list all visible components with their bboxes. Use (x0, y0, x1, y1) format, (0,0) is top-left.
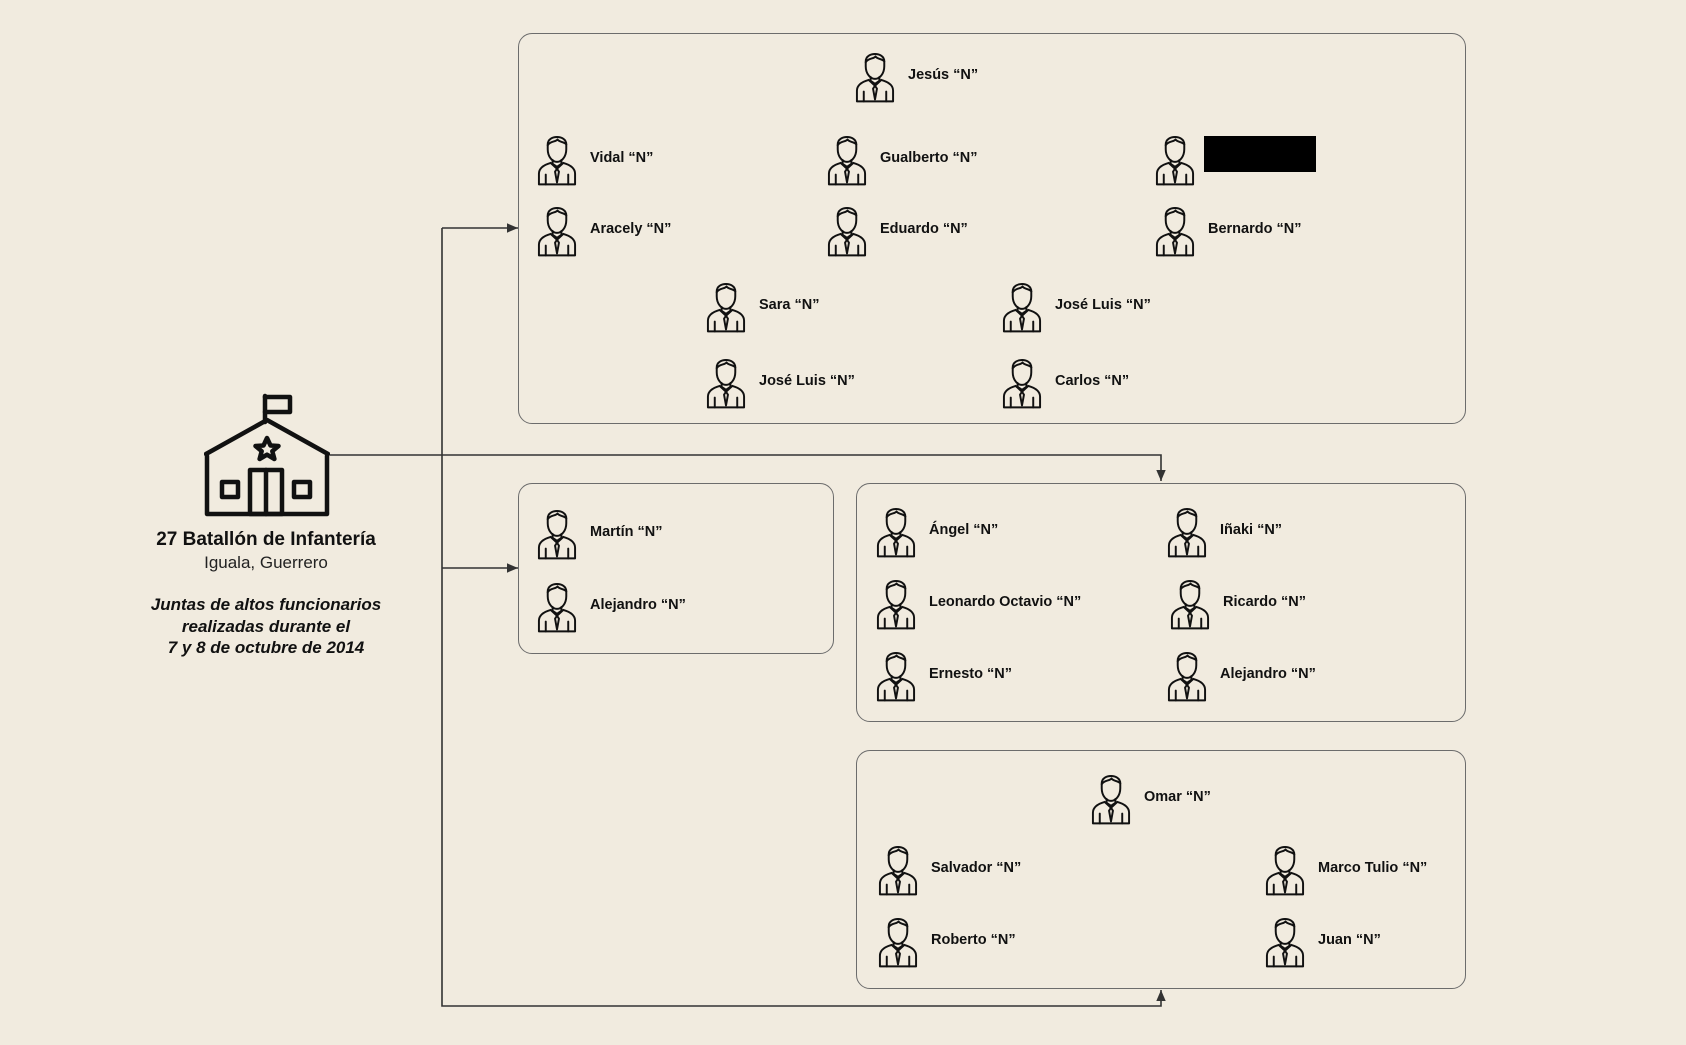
group-box-middle-right (856, 483, 1466, 722)
person-middle-right-left-1: Ángel “N” (875, 501, 998, 559)
meetings-description: Juntas de altos funcionarios realizadas … (100, 594, 432, 659)
person-middle-left-1: Martín “N” (536, 503, 663, 561)
person-with-tie-icon (537, 207, 577, 257)
person-name: Carlos “N” (1055, 373, 1130, 389)
person-name: Martín “N” (590, 524, 663, 540)
person-name: José Luis “N” (1055, 297, 1151, 313)
person-with-tie-icon (1167, 508, 1207, 558)
group-box-middle-left (518, 483, 834, 654)
person-top-row2-1: Aracely “N” (536, 200, 671, 258)
person-name: Ricardo “N” (1223, 594, 1306, 610)
person-with-tie-icon (876, 652, 916, 702)
person-top-lead: Jesús “N” (854, 46, 978, 104)
person-with-tie-icon (876, 580, 916, 630)
person-bottom-left-2: Roberto “N” (877, 911, 1016, 969)
person-name: Jesús “N” (908, 67, 979, 83)
person-name: Marco Tulio “N” (1318, 860, 1428, 876)
person-bottom-lead: Omar “N” (1090, 768, 1211, 826)
person-middle-right-right-1: Iñaki “N” (1166, 501, 1282, 559)
person-name: Leonardo Octavio “N” (929, 594, 1082, 610)
meetings-description-line: Juntas de altos funcionarios (150, 595, 382, 614)
person-name: Alejandro “N” (1220, 666, 1316, 682)
person-middle-right-right-3: Alejandro “N” (1166, 645, 1316, 703)
person-with-tie-icon (1002, 283, 1042, 333)
person-name: Roberto “N” (931, 932, 1016, 948)
person-name: Salvador “N” (931, 860, 1022, 876)
person-with-tie-icon (1002, 359, 1042, 409)
person-bottom-right-2: Juan “N” (1264, 911, 1381, 969)
person-name: Gualberto “N” (880, 150, 978, 166)
person-top-row4-1: José Luis “N” (705, 352, 855, 410)
person-top-row3-1: Sara “N” (705, 276, 819, 334)
organization-title: 27 Batallón de Infantería (156, 529, 376, 550)
school-building-icon (204, 393, 330, 517)
person-with-tie-icon (706, 359, 746, 409)
person-bottom-right-1: Marco Tulio “N” (1264, 839, 1427, 897)
person-with-tie-icon (537, 136, 577, 186)
redacted-name-bar (1204, 136, 1316, 172)
person-with-tie-icon (1091, 775, 1131, 825)
person-bottom-left-1: Salvador “N” (877, 839, 1021, 897)
person-name: Ángel “N” (929, 522, 999, 538)
person-middle-right-left-2: Leonardo Octavio “N” (875, 573, 1081, 631)
person-with-tie-icon (827, 207, 867, 257)
organization-location: Iguala, Guerrero (204, 553, 328, 572)
person-name: Juan “N” (1318, 932, 1381, 948)
person-with-tie-icon (827, 136, 867, 186)
person-with-tie-icon (855, 53, 895, 103)
person-name: Sara “N” (759, 297, 820, 313)
person-with-tie-icon (1170, 580, 1210, 630)
person-name: Omar “N” (1144, 789, 1211, 805)
person-name: Vidal “N” (590, 150, 654, 166)
person-with-tie-icon (1265, 846, 1305, 896)
group-box-top (518, 33, 1466, 424)
person-name: José Luis “N” (759, 373, 855, 389)
person-with-tie-icon (1155, 136, 1195, 186)
person-with-tie-icon (537, 583, 577, 633)
person-top-row4-2: Carlos “N” (1001, 352, 1129, 410)
meetings-description-line: 7 y 8 de octubre de 2014 (167, 638, 365, 657)
person-with-tie-icon (1167, 652, 1207, 702)
person-top-row2-3: Bernardo “N” (1154, 200, 1301, 258)
person-top-row1-2: Gualberto “N” (826, 129, 977, 187)
person-name: Alejandro “N” (590, 597, 686, 613)
person-middle-right-right-2: Ricardo “N” (1169, 573, 1306, 631)
person-name: Aracely “N” (590, 221, 672, 237)
person-with-tie-icon (878, 918, 918, 968)
person-top-row1-redacted (1154, 129, 1196, 187)
person-with-tie-icon (878, 846, 918, 896)
person-top-row2-2: Eduardo “N” (826, 200, 968, 258)
person-name: Ernesto “N” (929, 666, 1012, 682)
person-name: Iñaki “N” (1220, 522, 1283, 538)
meetings-description-line: realizadas durante el (181, 616, 351, 636)
group-box-bottom (856, 750, 1466, 989)
person-with-tie-icon (706, 283, 746, 333)
person-name: Bernardo “N” (1208, 221, 1302, 237)
person-with-tie-icon (1265, 918, 1305, 968)
person-middle-left-2: Alejandro “N” (536, 576, 686, 634)
person-name: Eduardo “N” (880, 221, 968, 237)
person-with-tie-icon (876, 508, 916, 558)
person-top-row1-1: Vidal “N” (536, 129, 653, 187)
person-middle-right-left-3: Ernesto “N” (875, 645, 1012, 703)
person-with-tie-icon (1155, 207, 1195, 257)
person-top-row3-2: José Luis “N” (1001, 276, 1151, 334)
person-with-tie-icon (537, 510, 577, 560)
